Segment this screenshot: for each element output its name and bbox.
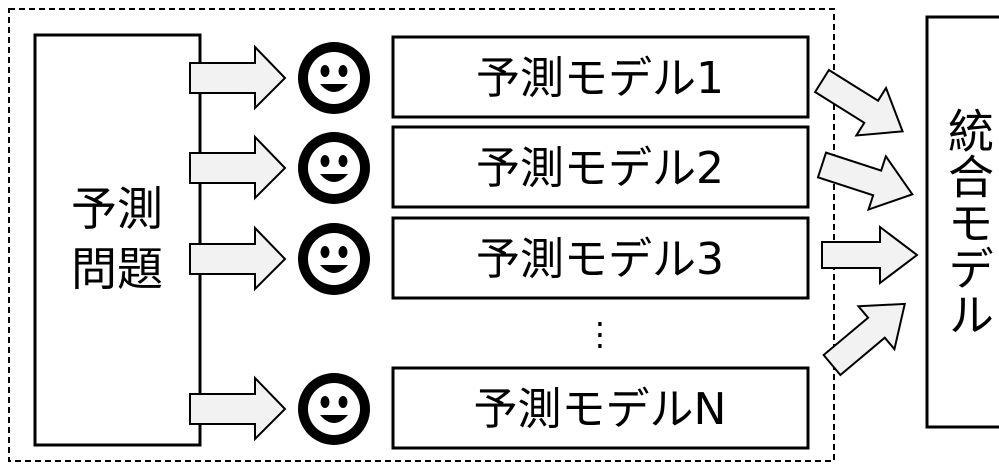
block-arrow-icon [813, 68, 904, 137]
block-arrow-icon [189, 44, 287, 111]
model-box-2: 予測モデル2 [391, 125, 810, 209]
integrated-model-label: 統合モデル [941, 107, 995, 337]
block-arrow-icon [189, 375, 287, 442]
smiley-face-icon [298, 373, 370, 445]
model-label: 予測モデル3 [476, 234, 724, 285]
smiley-face-icon [298, 42, 370, 114]
model-label: 予測モデル1 [476, 53, 724, 104]
integrated-model-box: 統合モデル [925, 15, 999, 429]
vertical-ellipsis: ⋮ [584, 315, 616, 353]
dashed-group-frame [8, 8, 835, 462]
smiley-face-icon [298, 132, 370, 204]
model-box-1: 予測モデル1 [391, 35, 810, 119]
problem-label-line1: 予測 [71, 182, 163, 236]
block-arrow-icon [821, 224, 919, 286]
model-box-3: 予測モデル3 [391, 216, 810, 300]
problem-label-line2: 問題 [71, 242, 163, 296]
block-arrow-icon [822, 302, 907, 377]
block-arrow-icon [189, 225, 287, 292]
smiley-face-icon [298, 223, 370, 295]
block-arrow-icon [189, 134, 287, 201]
model-box-n: 予測モデルN [391, 366, 810, 450]
model-label: 予測モデル2 [476, 143, 724, 194]
block-arrow-icon [816, 151, 914, 212]
prediction-problem-box: 予測 問題 [33, 33, 202, 447]
model-label: 予測モデルN [474, 384, 727, 435]
